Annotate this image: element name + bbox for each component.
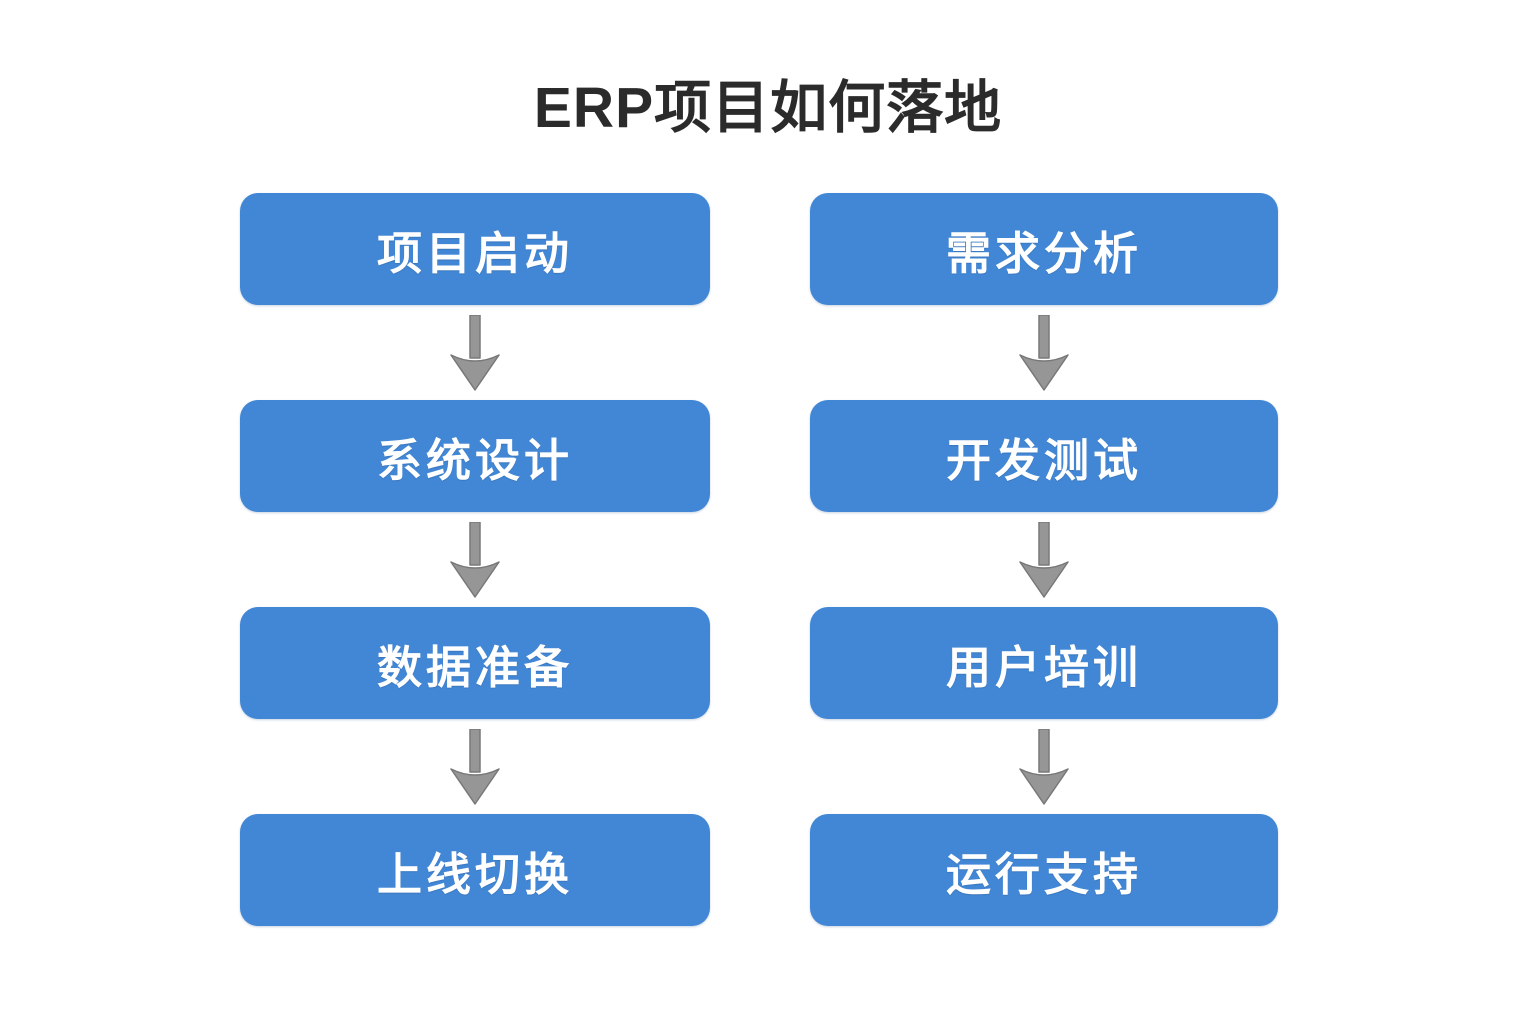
flow-step-box: 系统设计 <box>240 400 710 512</box>
flow-step-label: 需求分析 <box>945 227 1142 279</box>
flow-step-label: 上线切换 <box>376 848 573 900</box>
arrow-slot <box>1014 305 1074 400</box>
flow-step-box: 用户培训 <box>810 607 1278 719</box>
arrow-down-icon <box>450 728 500 805</box>
arrow-down-icon <box>1019 314 1069 391</box>
flow-step-label: 开发测试 <box>945 434 1142 486</box>
arrow-down-icon <box>1019 521 1069 598</box>
flow-step-box: 上线切换 <box>240 814 710 926</box>
arrow-down-icon <box>450 314 500 391</box>
arrow-slot <box>445 305 505 400</box>
flow-step-label: 运行支持 <box>945 848 1142 900</box>
arrow-slot <box>445 719 505 814</box>
arrow-slot <box>1014 512 1074 607</box>
flow-column-right: 需求分析 开发测试 用户培训 运行支持 <box>810 193 1278 926</box>
diagram-title: ERP项目如何落地 <box>533 76 1003 140</box>
flow-step-box: 需求分析 <box>810 193 1278 305</box>
arrow-slot <box>445 512 505 607</box>
flow-step-box: 开发测试 <box>810 400 1278 512</box>
flow-step-box: 项目启动 <box>240 193 710 305</box>
flow-step-box: 运行支持 <box>810 814 1278 926</box>
arrow-slot <box>1014 719 1074 814</box>
flow-step-label: 项目启动 <box>376 227 573 279</box>
arrow-down-icon <box>450 521 500 598</box>
flow-step-label: 数据准备 <box>376 641 573 693</box>
flow-step-label: 用户培训 <box>945 641 1142 693</box>
flow-step-label: 系统设计 <box>376 434 573 486</box>
flow-column-left: 项目启动 系统设计 数据准备 上线切换 <box>240 193 710 926</box>
arrow-down-icon <box>1019 728 1069 805</box>
flow-step-box: 数据准备 <box>240 607 710 719</box>
